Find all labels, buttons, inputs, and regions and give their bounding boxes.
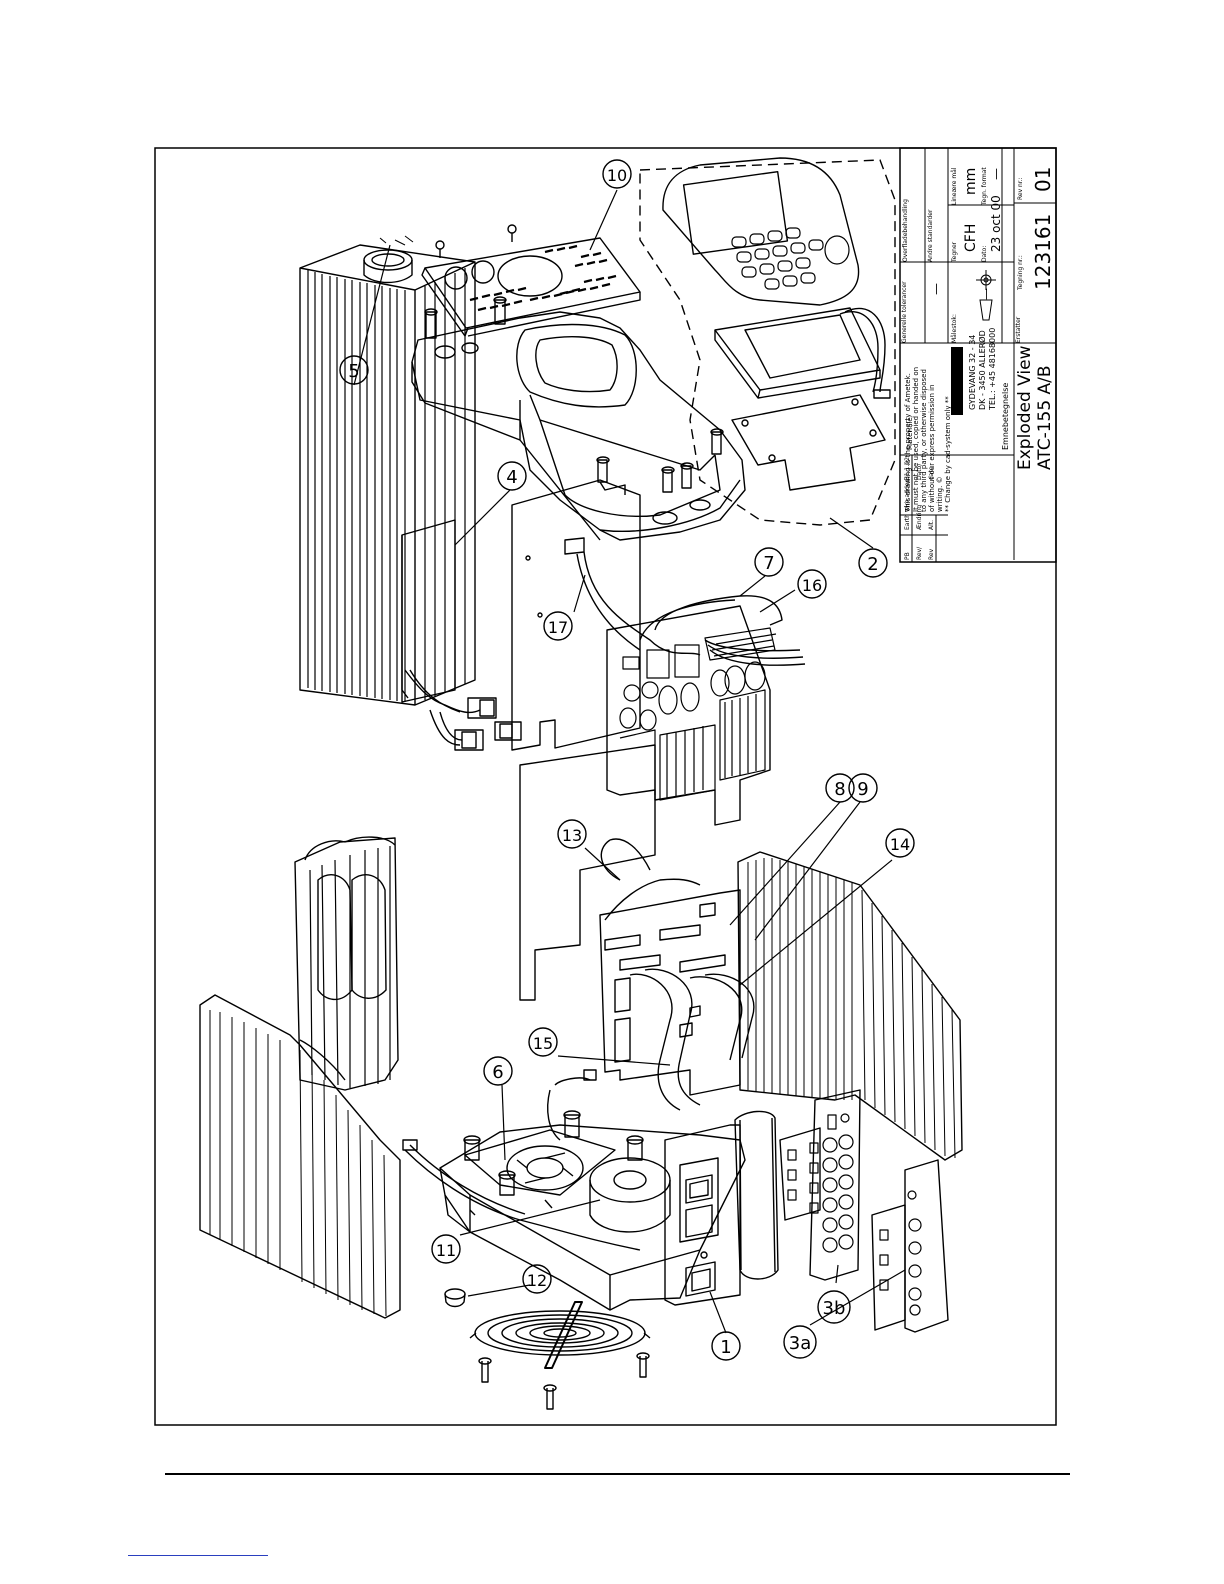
address-line: TEL.: +45 48168000 (988, 328, 997, 411)
notice-line: It must not be used, copied or handed on (912, 367, 920, 512)
callout-leaders (353, 189, 906, 1334)
callout-label: 11 (436, 1241, 456, 1260)
generelle-label: Generelle tolerancer (901, 281, 908, 343)
callout-label: 10 (607, 166, 627, 185)
side-panel-cover-3b-area (734, 1110, 779, 1280)
rev-header-en-description: Alt. (928, 520, 935, 530)
connector-panel-3a (871, 1159, 949, 1333)
rev-header-rev: Rev/ (916, 546, 923, 560)
drawing-title-line1: Exploded View (1015, 345, 1035, 470)
rev-row-description: Earth wire added. (904, 477, 911, 530)
drawing-number: 123161 (1031, 214, 1055, 290)
base-assembly (402, 1069, 746, 1311)
address-line: DK - 3450 ALLERØD (977, 330, 987, 410)
format-value: — (989, 168, 1003, 180)
left-front-extrusion (199, 994, 401, 1319)
tegning-label: Tegning nr.: (1017, 255, 1024, 291)
footer-link-underline (128, 1555, 268, 1556)
lcd-module (714, 307, 891, 399)
title-block (899, 147, 1057, 563)
callout-label: 5 (348, 361, 359, 382)
format-label: Tegn. format (981, 167, 988, 206)
keypad-membrane (662, 157, 860, 306)
callout-label: 16 (802, 576, 822, 595)
dato-value: 23 oct 00 (989, 195, 1003, 252)
callout-label: 3a (789, 1333, 811, 1354)
callout-label: 8 (834, 779, 845, 800)
callout-label: 4 (506, 467, 517, 488)
callout-label: 13 (562, 826, 582, 845)
callout-label: 14 (890, 835, 910, 854)
footer-rule (165, 1473, 1070, 1475)
drawing-frame (154, 147, 1057, 1426)
rear-extrusion-column (294, 836, 399, 1091)
callout-label: 12 (527, 1271, 547, 1290)
notice-line: writing. © (936, 476, 944, 512)
projection-symbol-icon (976, 270, 996, 321)
erstatter-label: Erstatter (1015, 316, 1022, 343)
emne-label: Emnebetegnelse (1001, 383, 1010, 450)
callout-label: 7 (763, 553, 774, 574)
maalestok-label: Målestok: (951, 314, 958, 343)
top-housing (411, 311, 746, 541)
materiale-label: Materiale (906, 417, 914, 450)
generelle-value: — (929, 283, 943, 295)
drawing-title-line2: ATC-155 A/B (1035, 365, 1055, 470)
maalestok-value: — (979, 288, 993, 300)
rubber-foot (444, 1288, 466, 1308)
heatsink-wiring-connectors (404, 669, 522, 751)
ametek-logo (951, 347, 963, 415)
assembly-2-dashed-boundary (639, 159, 896, 526)
mains-inlet-panel (664, 1124, 741, 1306)
main-pcb-panel (511, 479, 701, 751)
base-screws (478, 1352, 650, 1410)
rev-nr-label: Rev nr.: (1017, 177, 1024, 200)
address-line: GYDEVANG 32 - 34 (968, 335, 977, 410)
callout-label: 1 (720, 1337, 731, 1358)
rev-row-date: 31.1.02 (904, 457, 911, 480)
callout-label: 3b (823, 1298, 846, 1319)
cad-note: ** Change by cad-system only ** (944, 396, 952, 512)
heatsink (299, 235, 476, 706)
lineaere-value: mm (963, 168, 979, 195)
top-vent-plate (421, 224, 641, 339)
notice-line: of without our express permission in (928, 385, 936, 513)
andre-label: Andre standarder (927, 209, 934, 262)
dato-label: Dato: (981, 246, 988, 262)
callout-circles (339, 159, 915, 1361)
lineaere-label: Lineære mål (951, 167, 958, 205)
ametek-logo-text: AMETEK (953, 359, 966, 410)
callout-label: 9 (857, 779, 868, 800)
rev-header-en-rev: Rev (928, 548, 935, 560)
keypad-pcb (731, 394, 886, 491)
lower-pcb-panel (519, 744, 755, 1111)
notice-line: to any third party, or otherwise dispose… (920, 369, 928, 512)
callout-label: 2 (867, 554, 878, 575)
rev-header-en-date: date (928, 466, 935, 480)
rev-header-date: Dato/ (916, 463, 923, 480)
fan-guard-grille (469, 1301, 651, 1369)
overflade-label: Overfladebehandling (902, 199, 909, 262)
callout-label: 6 (492, 1062, 503, 1083)
notice-line: This drawing is the property of Ametek. (904, 373, 912, 513)
rev-nr-value: 01 (1031, 167, 1055, 192)
callout-label: 15 (533, 1034, 553, 1053)
rev-header-description: Ændring (916, 505, 923, 530)
rev-row-rev: PB (904, 552, 911, 560)
tegner-label: Tegner (951, 241, 958, 263)
tegner-value: CFH (963, 224, 979, 252)
callout-label: 17 (548, 618, 568, 637)
connector-panel-3b (779, 1089, 861, 1281)
